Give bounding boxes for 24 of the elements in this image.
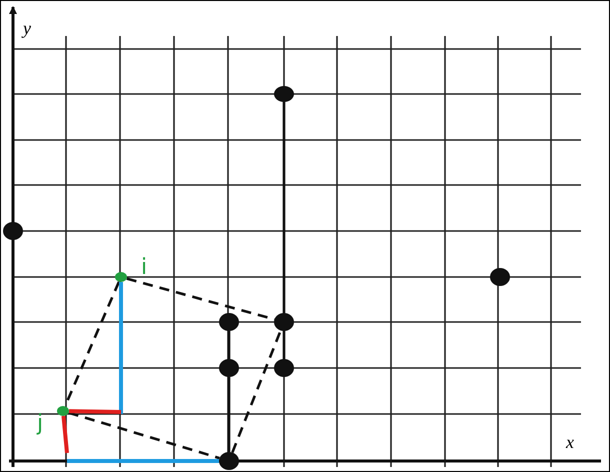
point-label: j <box>37 413 44 435</box>
point-label: i <box>141 257 148 279</box>
point-marker <box>274 359 294 377</box>
point-marker <box>115 272 127 282</box>
line-segment <box>282 102 286 313</box>
line-segment <box>61 416 69 454</box>
axis-label: x <box>566 433 574 451</box>
line-segment <box>67 459 219 463</box>
point-marker <box>490 268 510 286</box>
point-marker <box>219 359 239 377</box>
point-marker <box>3 222 23 240</box>
axis-label: y <box>23 19 31 37</box>
point-marker <box>274 86 294 102</box>
line-segment <box>228 331 230 359</box>
point-marker <box>274 313 294 331</box>
dashed-line <box>68 411 220 460</box>
point-marker <box>219 313 239 331</box>
line-segment <box>68 409 122 414</box>
dashed-line <box>231 330 282 453</box>
point-marker <box>219 452 239 470</box>
line-segment <box>228 377 230 452</box>
line-segment <box>119 282 123 414</box>
line-segment <box>282 331 286 359</box>
point-marker <box>57 406 69 416</box>
